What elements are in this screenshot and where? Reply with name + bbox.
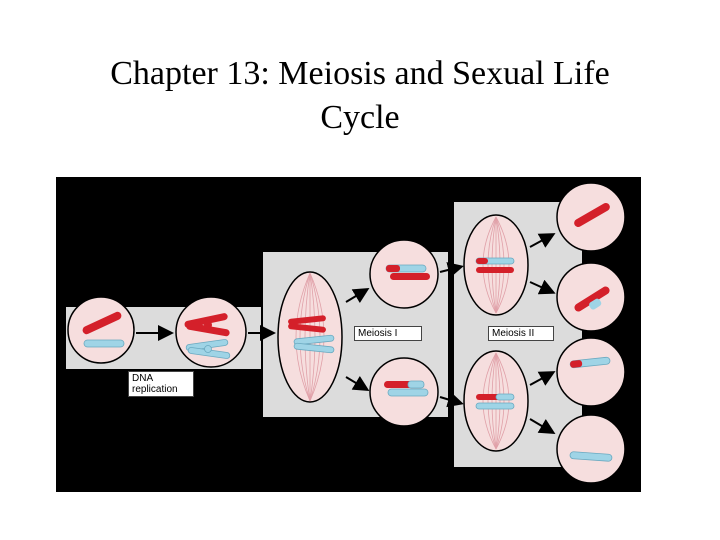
dna-label-line-2: replication [132, 384, 190, 395]
cell-initial [68, 297, 134, 363]
cell-metaphase-2-top [464, 215, 528, 315]
meiosis-diagram: DNA replication Meiosis I Meiosis II [56, 177, 641, 492]
title-line-2: Cycle [0, 96, 720, 140]
dna-label-line-1: DNA [132, 373, 190, 384]
cell-final-4 [557, 415, 625, 483]
cell-metaphase-1 [278, 272, 342, 402]
title-line-1: Chapter 13: Meiosis and Sexual Life [0, 52, 720, 96]
chromosome-blue [84, 340, 124, 347]
cell-final-3 [557, 338, 625, 406]
cell-meiosis1-top [370, 240, 438, 308]
cell-final-2 [557, 263, 625, 331]
cell-metaphase-2-bottom [464, 351, 528, 451]
dna-replication-label: DNA replication [128, 371, 194, 397]
meiosis-2-label: Meiosis II [488, 326, 554, 341]
cell-final-1 [557, 183, 625, 251]
slide-title: Chapter 13: Meiosis and Sexual Life Cycl… [0, 52, 720, 140]
cell-replicated [176, 297, 246, 367]
meiosis-1-label: Meiosis I [354, 326, 422, 341]
cell-meiosis1-bottom [370, 358, 438, 426]
